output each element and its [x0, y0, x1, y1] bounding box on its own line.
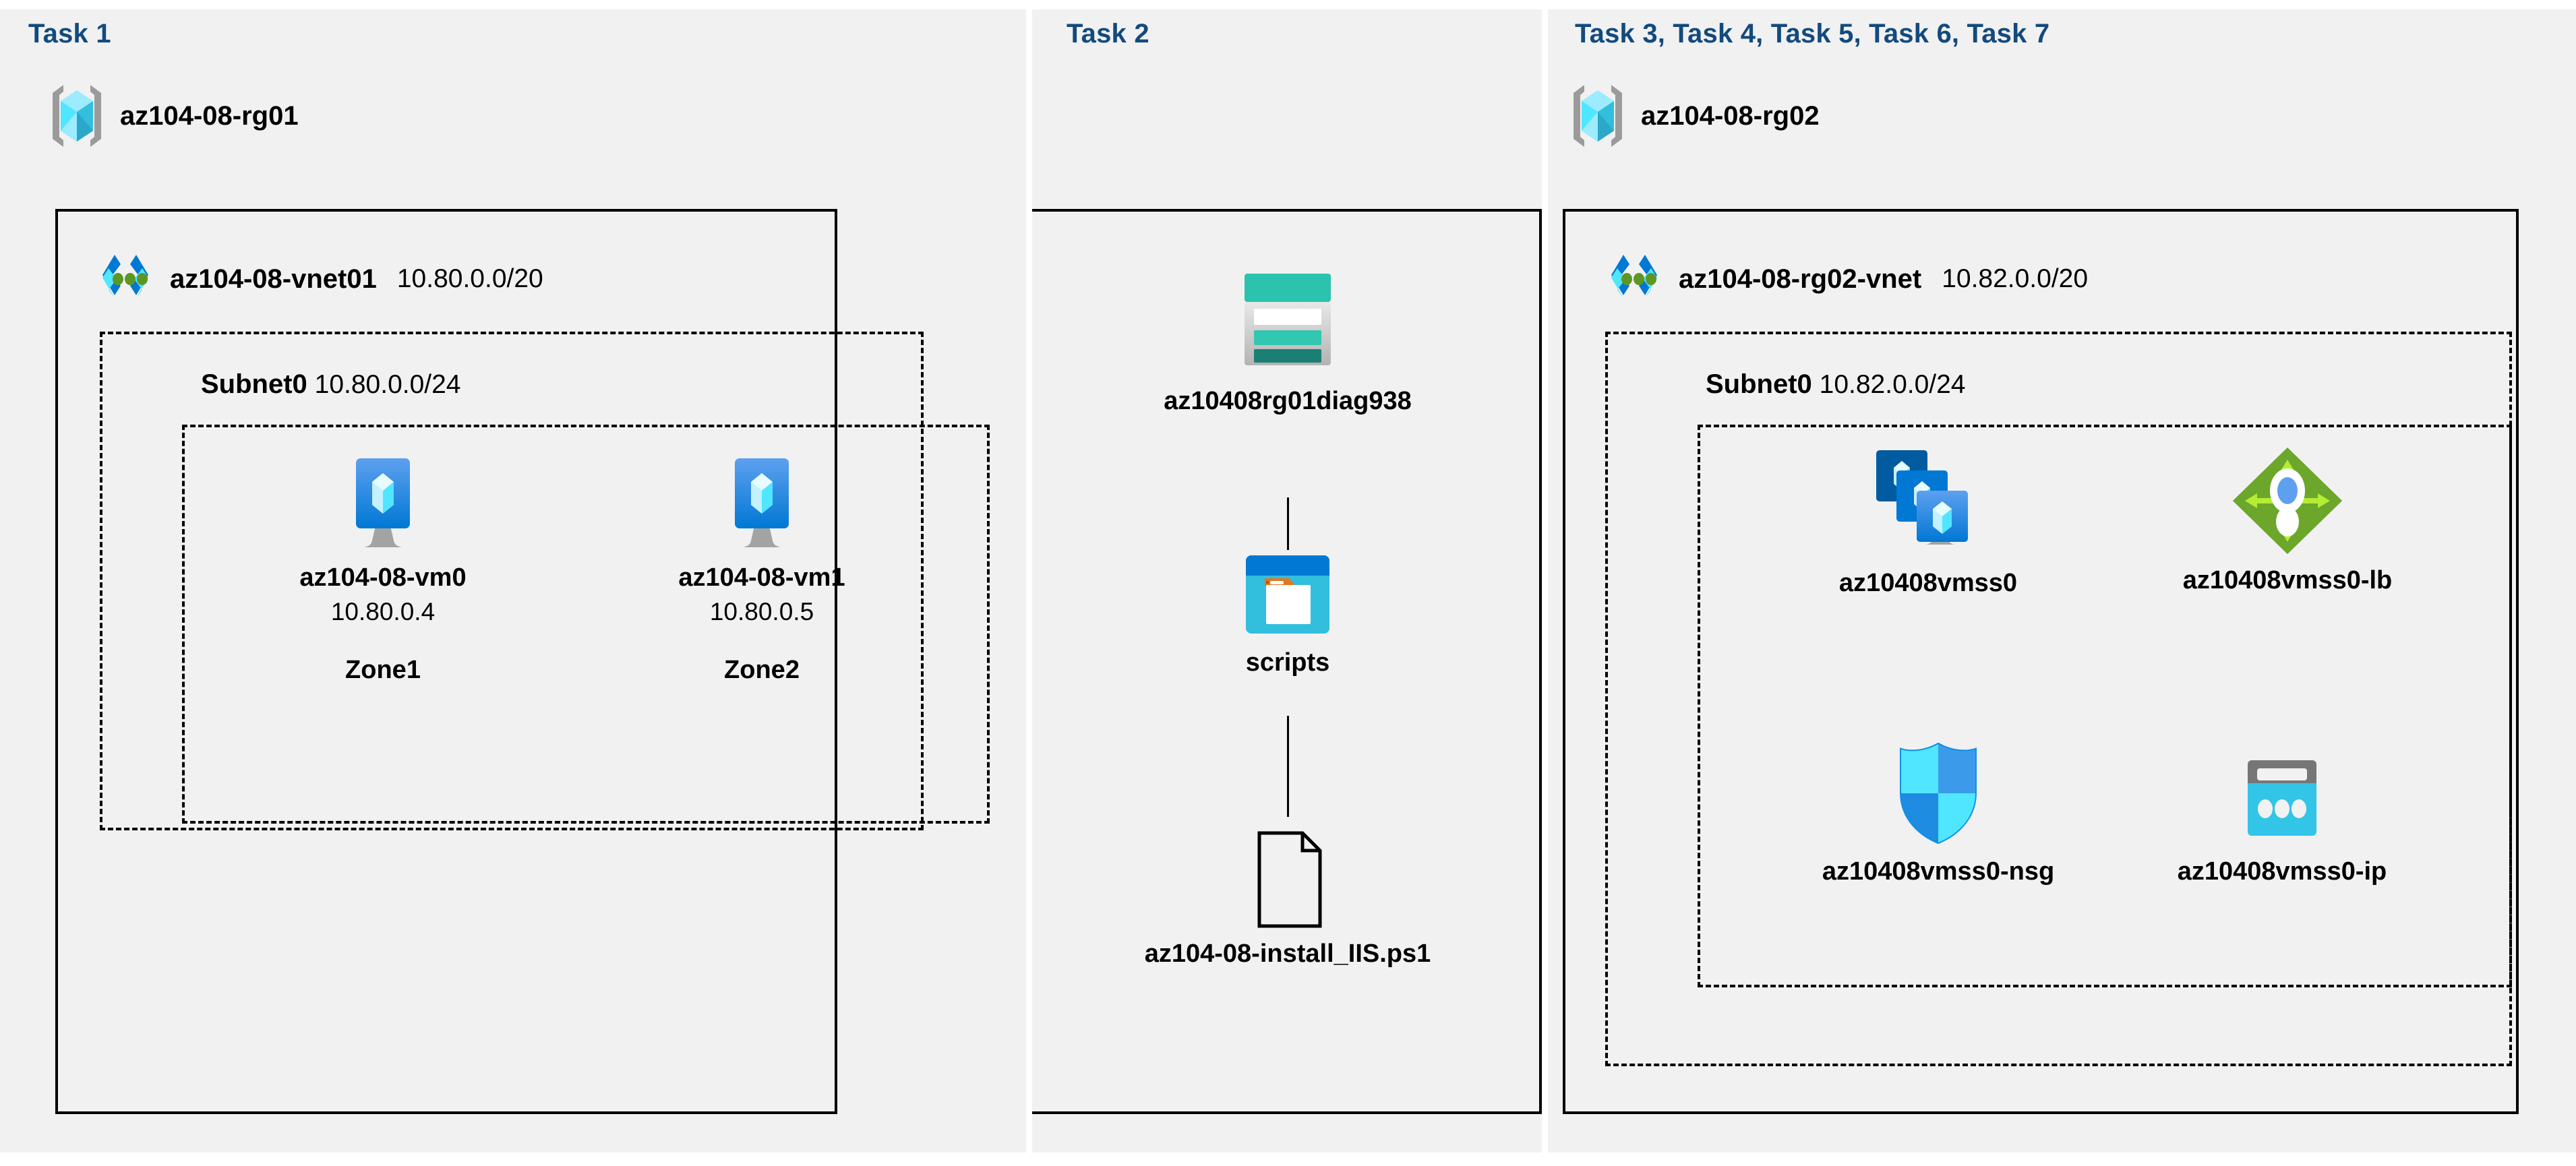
- task-header-1: Task 1: [28, 19, 111, 49]
- subnet-cidr: 10.80.0.0/24: [314, 370, 461, 399]
- resource-group-2: az104-08-rg02: [1569, 81, 1820, 151]
- vmss-node[interactable]: az10408vmss0: [1780, 445, 2076, 598]
- vm-node-0[interactable]: az104-08-vm0 10.80.0.4 Zone1: [268, 453, 498, 685]
- script-file-name: az104-08-install_IIS.ps1: [1144, 940, 1431, 968]
- vnet-header-2: az104-08-rg02-vnet 10.82.0.0/20: [1603, 248, 2088, 310]
- task-panel-1: [0, 9, 1026, 1153]
- storage-account-name: az10408rg01diag938: [1164, 387, 1412, 415]
- vm-scale-set-icon: [1864, 445, 1992, 559]
- blob-container-name: scripts: [1245, 648, 1330, 677]
- virtual-network-icon: [1603, 248, 1665, 310]
- subnet-inner-box-1: [182, 425, 990, 824]
- task2-container: [1032, 209, 1542, 1114]
- load-balancer-node[interactable]: az10408vmss0-lb: [2136, 445, 2439, 595]
- vnet-cidr: 10.82.0.0/20: [1942, 264, 2089, 293]
- subnet-inner-box-2: [1698, 425, 2512, 987]
- file-icon: [1240, 829, 1335, 930]
- load-balancer-icon: [2230, 445, 2345, 557]
- connector-storage-to-container: [1287, 497, 1289, 550]
- vnet-name: az104-08-rg02-vnet: [1679, 264, 1922, 294]
- virtual-machine-icon: [715, 453, 809, 554]
- storage-account-node[interactable]: az10408rg01diag938: [1133, 263, 1443, 416]
- load-balancer-name: az10408vmss0-lb: [2182, 566, 2393, 594]
- subnet-label-2: Subnet0 10.82.0.0/24: [1706, 369, 1966, 400]
- connector-container-to-file: [1287, 716, 1289, 817]
- vm-ip: 10.80.0.4: [330, 598, 436, 625]
- subnet-name: Subnet0: [1706, 369, 1812, 399]
- resource-group-icon: [49, 81, 105, 151]
- vm-name: az104-08-vm1: [678, 563, 845, 592]
- virtual-network-icon: [94, 248, 156, 310]
- vmss-name: az10408vmss0: [1838, 569, 2018, 597]
- vnet-cidr: 10.80.0.0/20: [396, 264, 543, 293]
- storage-account-icon: [1227, 263, 1348, 377]
- public-ip-name: az10408vmss0-ip: [2177, 857, 2387, 886]
- task-header-3: Task 3, Task 4, Task 5, Task 6, Task 7: [1575, 19, 2050, 49]
- subnet-label-1: Subnet0 10.80.0.0/24: [201, 369, 461, 400]
- subnet-cidr: 10.82.0.0/24: [1819, 370, 1966, 399]
- network-security-group-icon: [1894, 740, 1982, 848]
- vm-zone: Zone1: [345, 656, 421, 684]
- vnet-container-2: [1563, 209, 2519, 1114]
- blob-container-node[interactable]: scripts: [1214, 551, 1362, 677]
- nsg-name: az10408vmss0-nsg: [1822, 857, 2055, 886]
- script-file-node[interactable]: az104-08-install_IIS.ps1: [1079, 829, 1497, 969]
- nsg-node[interactable]: az10408vmss0-nsg: [1790, 740, 2087, 886]
- subnet-box-1: [100, 332, 924, 830]
- resource-group-label: az104-08-rg02: [1641, 100, 1820, 131]
- blob-container-icon: [1240, 551, 1335, 639]
- vm-zone: Zone2: [724, 656, 800, 684]
- vm-ip: 10.80.0.5: [709, 598, 814, 625]
- vnet-name: az104-08-vnet01: [170, 264, 377, 294]
- resource-group-label: az104-08-rg01: [120, 100, 299, 131]
- vnet-container-1: [55, 209, 837, 1114]
- public-ip-node[interactable]: az10408vmss0-ip: [2130, 754, 2434, 886]
- public-ip-address-icon: [2238, 754, 2326, 848]
- vm-node-1[interactable]: az104-08-vm1 10.80.0.5 Zone2: [647, 453, 876, 685]
- resource-group-1: az104-08-rg01: [49, 81, 299, 151]
- task-panel-3: [1548, 9, 2576, 1153]
- subnet-name: Subnet0: [201, 369, 307, 399]
- resource-group-icon: [1569, 81, 1626, 151]
- vnet-header-1: az104-08-vnet01 10.80.0.0/20: [94, 248, 543, 310]
- task-header-2: Task 2: [1067, 19, 1149, 49]
- vm-name: az104-08-vm0: [299, 563, 467, 592]
- virtual-machine-icon: [336, 453, 430, 554]
